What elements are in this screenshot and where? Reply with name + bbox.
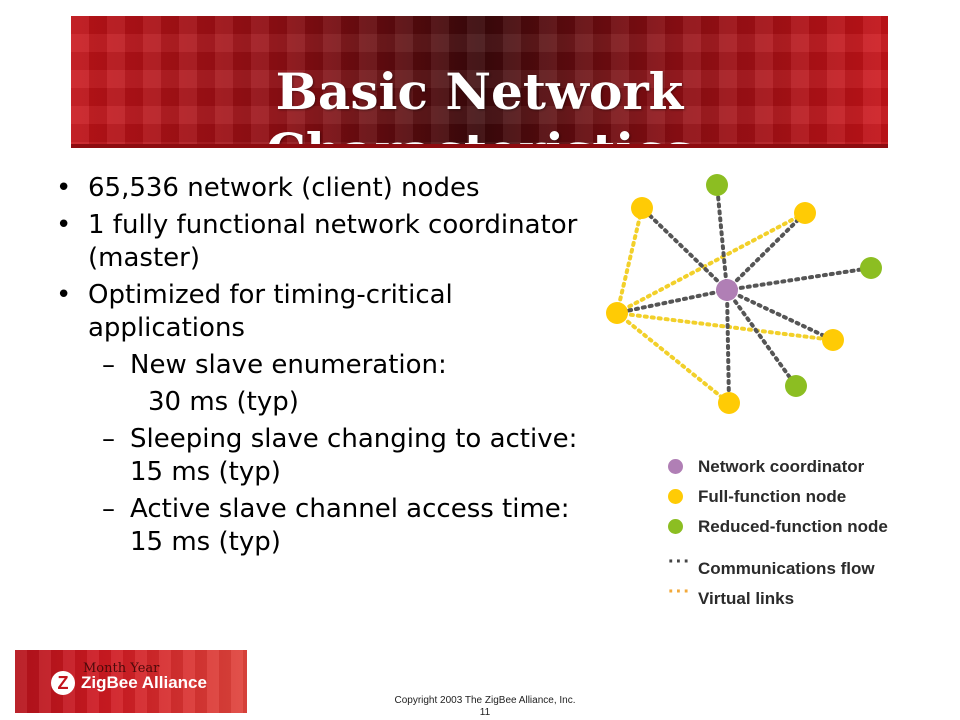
coordinator-swatch <box>668 459 683 474</box>
network-coordinator-node <box>716 279 738 301</box>
communications-link <box>725 288 798 388</box>
legend-item-communications-flow: ··· Communications flow <box>668 552 958 586</box>
network-diagram <box>606 174 882 414</box>
legend-item-full-function: Full-function node <box>668 484 958 514</box>
sub-bullet-item: – New slave enumeration: <box>56 349 596 382</box>
bullet-glyph: • <box>56 280 72 310</box>
sub-bullet-continuation: 30 ms (typ) <box>148 387 299 417</box>
copyright: Copyright 2003 The ZigBee Alliance, Inc. <box>394 695 576 706</box>
zigbee-mark-letter: Z <box>57 673 69 693</box>
legend-label: Virtual links <box>698 589 795 608</box>
full-function-node <box>631 197 653 219</box>
bullet-text: Optimized for timing-critical applicatio… <box>88 280 453 343</box>
full-function-swatch <box>668 489 683 504</box>
virtual-link <box>615 311 731 405</box>
legend-item-virtual-links: ··· Virtual links <box>668 582 958 616</box>
sub-bullet-text: Sleeping slave changing to active: 15 ms… <box>130 424 578 487</box>
page-number: 11 <box>479 707 491 718</box>
full-function-node <box>606 302 628 324</box>
virtual-link <box>615 311 835 342</box>
bullet-list: • 65,536 network (client) nodes • 1 full… <box>56 172 596 563</box>
communications-link <box>640 206 729 292</box>
reduced-function-node <box>860 257 882 279</box>
zigbee-logo-text: ZigBee Alliance <box>81 673 207 692</box>
full-function-node <box>718 392 740 414</box>
legend-item-reduced-function: Reduced-function node <box>668 514 958 544</box>
reduced-function-node <box>785 375 807 397</box>
legend-label: Full-function node <box>698 487 847 506</box>
full-function-node <box>822 329 844 351</box>
reduced-function-swatch <box>668 519 683 534</box>
virtual-link <box>615 206 644 315</box>
legend-label: Communications flow <box>698 559 875 578</box>
bullet-item: • 1 fully functional network coordinator… <box>56 209 596 275</box>
legend-label: Reduced-function node <box>698 517 888 536</box>
dash-glyph: – <box>102 494 115 524</box>
legend-item-coordinator: Network coordinator <box>668 454 958 484</box>
bullet-item: • 65,536 network (client) nodes <box>56 172 596 205</box>
bullet-glyph: • <box>56 210 72 240</box>
zigbee-mark-icon: Z <box>51 671 75 695</box>
sub-bullet-item: – Active slave channel access time: 15 m… <box>56 493 596 559</box>
communications-flow-swatch: ··· <box>668 551 691 573</box>
zigbee-logo: Month Year Z ZigBee Alliance <box>15 650 247 713</box>
sub-bullet-item: – Sleeping slave changing to active: 15 … <box>56 423 596 489</box>
dash-glyph: – <box>102 424 115 454</box>
communications-link <box>715 183 729 292</box>
legend: Network coordinator Full-function node R… <box>668 454 958 616</box>
reduced-function-node <box>706 174 728 196</box>
full-function-node <box>794 202 816 224</box>
communications-link <box>725 211 807 292</box>
title-banner: Basic Network Characteristics <box>71 16 888 148</box>
bullet-item: • Optimized for timing-critical applicat… <box>56 279 596 345</box>
page-title: Basic Network Characteristics <box>266 62 693 148</box>
virtual-links-swatch: ··· <box>668 581 691 603</box>
dash-glyph: – <box>102 350 115 380</box>
sub-bullet-text: Active slave channel access time: 15 ms … <box>130 494 570 557</box>
sub-bullet-text: New slave enumeration: <box>130 350 447 380</box>
bullet-glyph: • <box>56 173 72 203</box>
bullet-text: 65,536 network (client) nodes <box>88 173 480 203</box>
bullet-text: 1 fully functional network coordinator (… <box>88 210 578 273</box>
month-year: Month Year <box>83 661 160 676</box>
communications-link <box>725 266 873 292</box>
communications-link <box>615 288 729 315</box>
legend-label: Network coordinator <box>698 457 865 476</box>
communications-link <box>725 288 731 405</box>
virtual-link <box>615 211 807 315</box>
communications-link <box>725 288 835 342</box>
